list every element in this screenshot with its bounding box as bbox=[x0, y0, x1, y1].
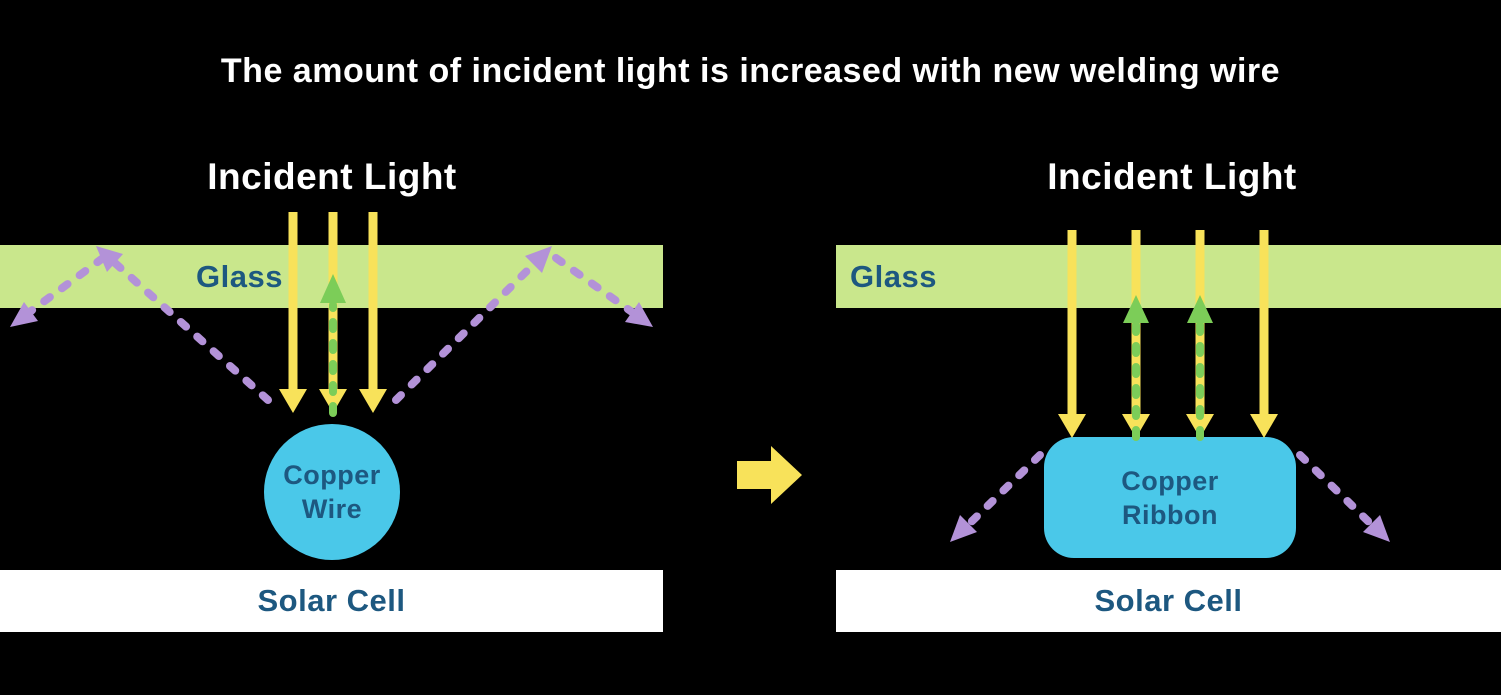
reflected-light-arrow-icon bbox=[965, 451, 1044, 528]
reflected-light-arrow-icon bbox=[1296, 451, 1375, 528]
copper-wire-label-line2: Wire bbox=[301, 494, 363, 524]
solar-cell-layer-left: Solar Cell bbox=[0, 570, 663, 632]
incident-arrowhead-icon bbox=[359, 389, 387, 413]
copper-ribbon-shape: Copper Ribbon bbox=[1044, 437, 1296, 558]
incident-arrowhead-icon bbox=[1122, 414, 1150, 438]
glass-label-right: Glass bbox=[850, 258, 937, 294]
transition-right-arrow-icon bbox=[737, 446, 802, 504]
copper-ribbon-label-line1: Copper bbox=[1121, 465, 1219, 496]
incident-arrowhead-icon bbox=[279, 389, 307, 413]
diagram-title: The amount of incident light is increase… bbox=[220, 52, 1281, 90]
incident-arrowhead-icon bbox=[319, 389, 347, 413]
incident-arrowhead-icon bbox=[1058, 414, 1086, 438]
glass-layer-left: Glass bbox=[0, 245, 663, 308]
solar-cell-layer-right: Solar Cell bbox=[836, 570, 1501, 632]
incident-arrowhead-icon bbox=[1250, 414, 1278, 438]
incident-arrowhead-icon bbox=[1186, 414, 1214, 438]
copper-ribbon-label-line2: Ribbon bbox=[1122, 499, 1218, 530]
solar-cell-label-right: Solar Cell bbox=[1094, 583, 1243, 618]
glass-layer-right: Glass bbox=[836, 245, 1501, 308]
solar-cell-label-left: Solar Cell bbox=[257, 583, 406, 618]
copper-wire-shape: Copper Wire bbox=[264, 424, 400, 560]
reflected-light-arrowhead-icon bbox=[1363, 515, 1390, 542]
glass-label-left: Glass bbox=[196, 258, 283, 294]
incident-light-label-left: Incident Light bbox=[207, 156, 457, 197]
left-incident-light-arrows bbox=[279, 212, 387, 413]
copper-wire-label-line1: Copper bbox=[283, 460, 381, 490]
right-returned-light-arrows bbox=[1123, 295, 1213, 441]
incident-light-label-right: Incident Light bbox=[1047, 156, 1297, 197]
reflected-light-arrowhead-icon bbox=[950, 515, 977, 542]
